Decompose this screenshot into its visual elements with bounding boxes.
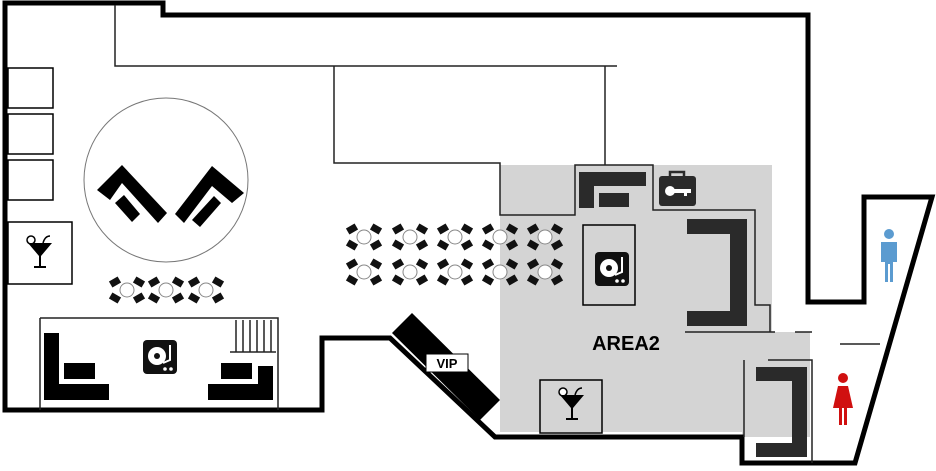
table-with-chairs[interactable] [391, 258, 429, 286]
chair [369, 223, 383, 235]
area2-sofas [579, 172, 807, 457]
chair [505, 274, 519, 286]
table [356, 229, 372, 245]
table-with-chairs[interactable] [436, 258, 474, 286]
chair [108, 292, 122, 304]
table [537, 229, 553, 245]
table [158, 282, 174, 298]
chair [505, 239, 519, 251]
table [198, 282, 214, 298]
chair [369, 274, 383, 286]
table-with-chairs[interactable] [345, 258, 383, 286]
chair [436, 258, 450, 270]
chair [391, 223, 405, 235]
chair [345, 258, 359, 270]
chair [147, 292, 161, 304]
table [537, 264, 553, 280]
table [356, 264, 372, 280]
table-groups [108, 223, 564, 304]
chair [187, 292, 201, 304]
table-with-chairs[interactable] [481, 258, 519, 286]
table [402, 229, 418, 245]
chair [391, 258, 405, 270]
table-with-chairs[interactable] [481, 223, 519, 251]
chair [211, 292, 225, 304]
chair [481, 239, 495, 251]
dj-turntable-icon[interactable] [142, 339, 178, 375]
chevron-sofas [97, 165, 244, 227]
chair [550, 239, 564, 251]
chair [415, 258, 429, 270]
vip-bar[interactable]: VIP [392, 313, 500, 420]
chair [526, 258, 540, 270]
chair [481, 258, 495, 270]
women-restroom-icon[interactable] [833, 373, 853, 425]
area2-label: AREA2 [592, 333, 660, 355]
vip-label: VIP [437, 356, 458, 371]
table-with-chairs[interactable] [526, 258, 564, 286]
chair [460, 258, 474, 270]
table [492, 229, 508, 245]
booth-boxes[interactable] [7, 67, 636, 434]
chair [171, 276, 185, 288]
table-with-chairs[interactable] [147, 276, 185, 304]
chair [108, 276, 122, 288]
table-with-chairs[interactable] [436, 223, 474, 251]
partitions [39, 5, 880, 463]
table [447, 264, 463, 280]
table-with-chairs[interactable] [187, 276, 225, 304]
chair [187, 276, 201, 288]
chair [505, 223, 519, 235]
chair [436, 223, 450, 235]
chair [391, 239, 405, 251]
chair [481, 274, 495, 286]
chair [550, 274, 564, 286]
chair [550, 258, 564, 270]
table-with-chairs[interactable] [108, 276, 146, 304]
dj-turntable-icon[interactable] [594, 251, 630, 287]
chair [415, 239, 429, 251]
chair [345, 239, 359, 251]
lounge-sofas [44, 333, 273, 400]
chair [369, 239, 383, 251]
chair [171, 292, 185, 304]
table [402, 264, 418, 280]
chair [132, 276, 146, 288]
chair [415, 223, 429, 235]
locker-key-icon[interactable] [659, 170, 696, 206]
table [447, 229, 463, 245]
chair [460, 274, 474, 286]
chair [345, 274, 359, 286]
table [119, 282, 135, 298]
area2-zone[interactable] [500, 165, 810, 437]
chair [415, 274, 429, 286]
chair [436, 274, 450, 286]
chair [526, 223, 540, 235]
chair [526, 274, 540, 286]
chair [550, 223, 564, 235]
cocktail-bar-icon[interactable] [26, 235, 53, 269]
chair [369, 258, 383, 270]
chair [211, 276, 225, 288]
chair [147, 276, 161, 288]
table-with-chairs[interactable] [526, 223, 564, 251]
chair [505, 258, 519, 270]
chair [460, 239, 474, 251]
chair [132, 292, 146, 304]
round-lounge[interactable] [83, 97, 249, 263]
table-with-chairs[interactable] [345, 223, 383, 251]
chair [526, 239, 540, 251]
men-restroom-icon[interactable] [881, 229, 897, 282]
chair [345, 223, 359, 235]
chair [481, 223, 495, 235]
chair [460, 223, 474, 235]
table-with-chairs[interactable] [391, 223, 429, 251]
chair [391, 274, 405, 286]
chair [436, 239, 450, 251]
table [492, 264, 508, 280]
